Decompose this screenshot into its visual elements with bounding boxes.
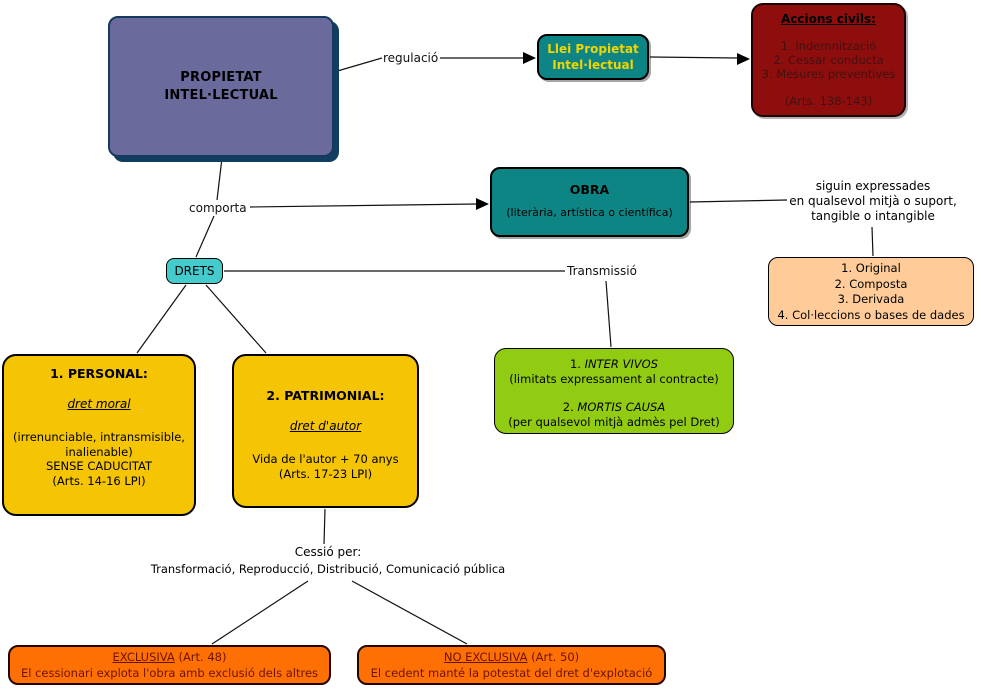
node-description: El cedent manté la potestat del dret d'e…	[370, 665, 653, 680]
body-line: inalienable)	[65, 444, 133, 459]
node-title-line: Intel·lectual	[552, 58, 634, 72]
item-name: MORTIS CAUSA	[577, 400, 666, 414]
connector-line	[195, 215, 215, 258]
connector-line	[689, 199, 788, 203]
node-patrimonial[interactable]: 2. PATRIMONIAL: dret d'autor Vida de l'a…	[232, 354, 419, 508]
connector-line	[871, 226, 874, 257]
node-title: 2. PATRIMONIAL:	[266, 388, 385, 403]
edge-label-regulacio: regulació	[383, 51, 439, 65]
list-item: 1. INTER VIVOS	[495, 357, 733, 372]
node-description: El cessionari explota l'obra amb exclusi…	[20, 665, 319, 680]
edge-label-transmissio: Transmissió	[567, 264, 637, 278]
list-item: 4. Col·leccions o bases de dades	[777, 307, 965, 322]
connector-line	[249, 203, 478, 208]
list-item: 1. Original	[841, 261, 901, 275]
annotation-line: siguin expressades	[815, 179, 931, 193]
body-line: (Arts. 17-23 LPI)	[278, 466, 373, 481]
connector-line	[136, 284, 187, 354]
article-reference: (Art. 50)	[527, 650, 580, 664]
node-subtitle: (literària, artística o científica)	[506, 206, 673, 219]
list-item: 1. Indemnització	[780, 39, 877, 53]
body-line: (Arts. 14-16 LPI)	[52, 473, 146, 488]
node-title: EXCLUSIVA	[112, 650, 175, 664]
item-number: 2.	[562, 400, 574, 414]
list-item: 2. Cessar conducta	[773, 53, 884, 67]
node-title-line: NO EXCLUSIVA (Art. 50)	[359, 650, 664, 666]
node-drets[interactable]: DRETS	[166, 258, 223, 284]
connector-line	[216, 157, 223, 201]
node-subtitle: dret d'autor	[289, 419, 362, 433]
annotation-line: en qualsevol mitjà o suport,	[789, 194, 957, 208]
item-note: (limitats expressament al contracte)	[509, 372, 719, 386]
node-llei-propietat[interactable]: Llei Propietat Intel·lectual	[537, 34, 649, 80]
body-line: SENSE CADUCITAT	[45, 459, 153, 473]
list-item: 3. Derivada	[837, 292, 905, 306]
node-body: (irrenunciable, intransmisible, inaliena…	[4, 430, 194, 488]
annotation-line: Cessió per:	[294, 545, 362, 559]
node-obra[interactable]: OBRA (literària, artística o científica)	[490, 167, 689, 237]
node-title: Accions civils:	[781, 12, 876, 26]
list-item: 3. Mesures preventives	[761, 67, 896, 81]
node-title: OBRA	[569, 182, 610, 197]
node-title-line: INTEL·LECTUAL	[164, 87, 278, 103]
connector-line	[333, 57, 383, 73]
annotation-line: Transformació, Reproducció, Distribució,…	[150, 562, 506, 576]
body-line: (irrenunciable, intransmisible,	[13, 430, 185, 444]
annotation-line: tangible o intangible	[811, 209, 935, 223]
body-line: Vida de l'autor + 70 anys	[252, 452, 399, 466]
node-transmissio-tipus[interactable]: 1. INTER VIVOS (limitats expressament al…	[494, 348, 734, 434]
item-name: INTER VIVOS	[584, 357, 659, 371]
annotation-cessio: Cessió per: Transformació, Reproducció, …	[141, 545, 515, 576]
item-note: (per qualsevol mitjà admès pel Dret)	[508, 415, 720, 429]
connector-line	[649, 56, 739, 59]
arrowhead-icon	[737, 53, 750, 65]
node-title: 1. PERSONAL:	[50, 366, 148, 381]
node-title-line: EXCLUSIVA (Art. 48)	[10, 650, 329, 666]
article-reference: (Art. 48)	[174, 650, 227, 664]
connector-line	[351, 580, 468, 645]
arrowhead-icon	[476, 198, 489, 210]
arrowhead-icon	[523, 52, 536, 64]
list-item: 2. Composta	[834, 276, 908, 291]
node-title-line: Llei Propietat	[547, 42, 639, 56]
node-subtitle: dret moral	[67, 397, 131, 411]
node-personal[interactable]: 1. PERSONAL: dret moral (irrenunciable, …	[2, 354, 196, 516]
connector-line	[605, 280, 612, 348]
node-propietat-intellectual[interactable]: PROPIETAT INTEL·LECTUAL	[108, 16, 334, 157]
annotation-expressades: siguin expressades en qualsevol mitjà o …	[760, 179, 981, 224]
node-accions-civils[interactable]: Accions civils: 1. Indemnització 2. Cess…	[751, 3, 906, 117]
node-title: NO EXCLUSIVA	[443, 650, 528, 664]
item-number: 1.	[569, 357, 581, 371]
list-item: 2. MORTIS CAUSA	[495, 400, 733, 415]
node-title-line: PROPIETAT	[180, 69, 262, 85]
node-exclusiva[interactable]: EXCLUSIVA (Art. 48) El cessionari explot…	[8, 645, 331, 685]
connector-line	[205, 284, 267, 354]
node-body: Vida de l'autor + 70 anys (Arts. 17-23 L…	[234, 452, 417, 481]
connector-line	[211, 580, 309, 645]
connector-line	[323, 508, 326, 545]
node-tipus-obra[interactable]: 1. Original 2. Composta 3. Derivada 4. C…	[768, 257, 974, 326]
edge-label-comporta: comporta	[189, 201, 247, 215]
node-title: DRETS	[174, 264, 215, 278]
article-reference: (Arts. 138-143)	[784, 94, 873, 108]
node-no-exclusiva[interactable]: NO EXCLUSIVA (Art. 50) El cedent manté l…	[357, 645, 666, 685]
